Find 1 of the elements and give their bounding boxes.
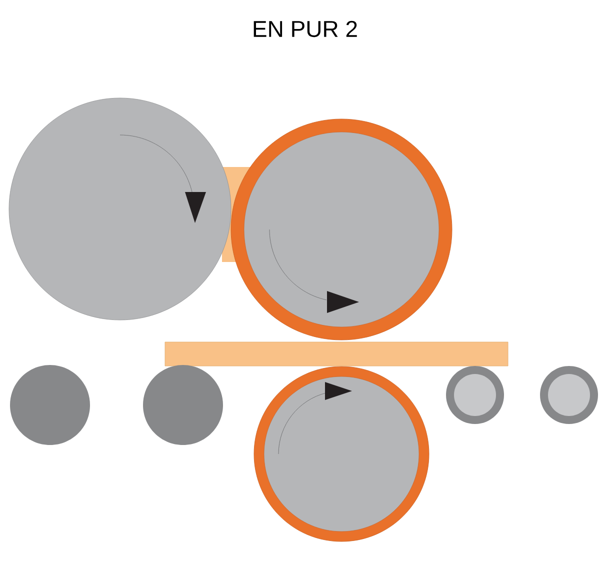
- title: EN PUR 2: [254, 20, 357, 38]
